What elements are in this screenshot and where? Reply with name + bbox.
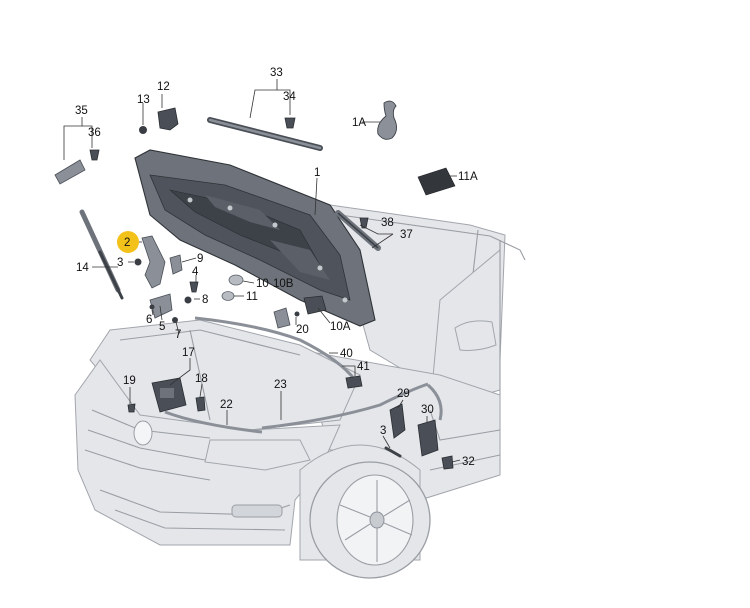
callout-8: 8 [202, 294, 208, 306]
release-cable-40 [194, 316, 357, 381]
callout-33: 33 [270, 67, 283, 79]
part-32 [441, 455, 454, 470]
latch-part-10B [303, 295, 327, 315]
callout-40: 40 [340, 348, 353, 360]
callout-11: 11 [246, 291, 258, 303]
callout-36: 36 [88, 127, 101, 139]
highlight-badge [117, 231, 139, 253]
callout-20: 20 [296, 324, 309, 336]
leader-lines [63, 79, 461, 463]
callout-9: 9 [197, 253, 203, 265]
cable-23 [261, 382, 429, 430]
callout-3a: 3 [117, 257, 123, 269]
callout-38: 38 [381, 217, 394, 229]
callout-13: 13 [137, 94, 150, 106]
callout-10: 10 [256, 278, 269, 290]
latch-part-20 [273, 307, 291, 329]
bracket-2 [141, 235, 166, 289]
bolt-4 [189, 281, 199, 293]
release-handle-30 [417, 419, 439, 457]
callout-30: 30 [421, 404, 434, 416]
grommet-10 [228, 274, 244, 286]
callout-1A: 1A [352, 117, 366, 129]
callout-37: 37 [400, 229, 413, 241]
callout-labels: 33 34 35 36 12 13 1A 11A 1 38 37 2 3 14 … [75, 67, 478, 468]
callout-19: 19 [123, 375, 136, 387]
grommet-11 [221, 291, 235, 301]
cable-22 [164, 410, 263, 434]
callout-11A: 11A [458, 171, 478, 183]
callout-41: 41 [357, 361, 370, 373]
callout-1: 1 [314, 167, 320, 179]
callout-5: 5 [159, 321, 165, 333]
callout-14: 14 [76, 262, 89, 274]
callout-23: 23 [274, 379, 287, 391]
callout-6: 6 [146, 314, 152, 326]
clip-36 [89, 149, 100, 161]
nut-8 [184, 296, 192, 304]
callout-22: 22 [220, 399, 233, 411]
label-plate-11A [417, 167, 456, 196]
hinge-bracket-12 [157, 107, 179, 131]
bolt-19 [127, 403, 136, 413]
part-9 [169, 254, 183, 275]
callout-3b: 3 [380, 425, 386, 437]
callout-18: 18 [195, 373, 208, 385]
nut-3 [134, 258, 142, 266]
callout-12: 12 [157, 81, 170, 93]
callout-2: 2 [124, 237, 130, 249]
callout-17: 17 [182, 347, 195, 359]
nut-13 [139, 126, 147, 134]
bolt-3b [384, 446, 402, 458]
hood-panel [134, 149, 376, 327]
hinge-parts-5-6-7 [149, 293, 173, 319]
cover-cap-35 [54, 159, 86, 185]
callout-4: 4 [192, 266, 199, 278]
callout-34: 34 [283, 91, 296, 103]
release-handle-29 [389, 403, 406, 439]
callout-7: 7 [175, 329, 181, 341]
callout-10A: 10A [330, 321, 351, 333]
callout-35: 35 [75, 105, 88, 117]
callout-29: 29 [397, 388, 410, 400]
cover-1A [377, 100, 397, 140]
clip-34 [284, 117, 296, 129]
part-18 [195, 396, 206, 412]
cable-end-41 [345, 375, 363, 389]
callout-10B: 10B [273, 278, 294, 290]
callout-32: 32 [462, 456, 475, 468]
